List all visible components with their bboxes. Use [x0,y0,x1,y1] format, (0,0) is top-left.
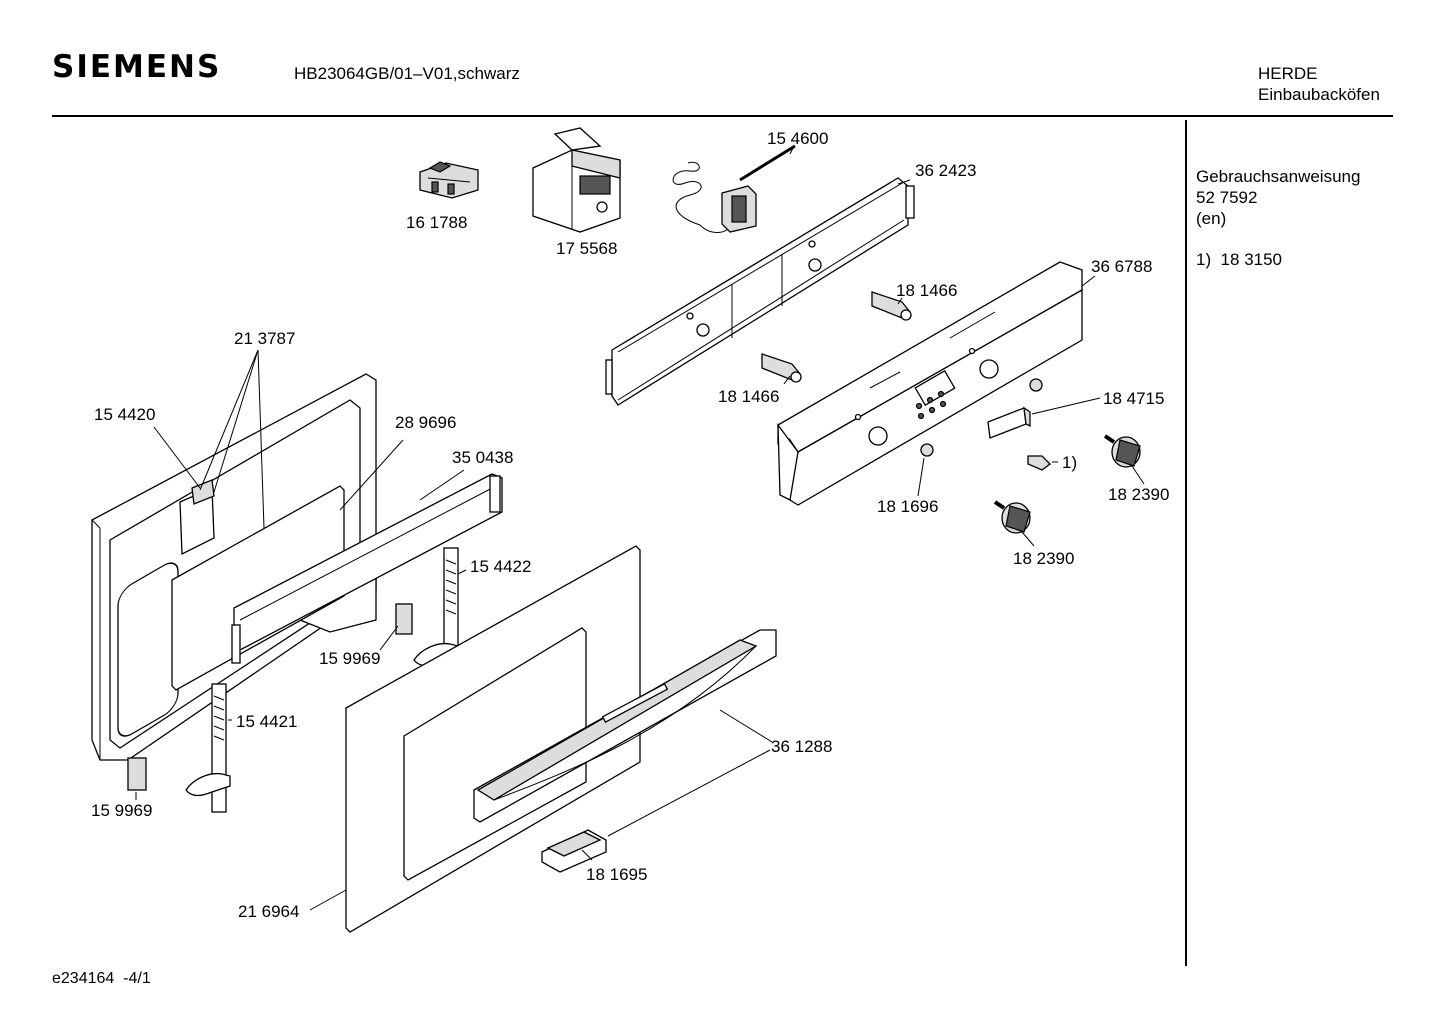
part-label-181466-upper: 18 1466 [896,281,957,300]
part-label-362423: 36 2423 [915,161,976,180]
selector-switch-part [419,161,479,199]
part-label-182390-lower: 18 2390 [1013,549,1074,568]
door-handle-part [473,629,777,823]
axle-part-upper [871,291,912,321]
control-panel-facia-part [777,261,1083,506]
part-label-289696: 28 9696 [395,413,456,432]
subcategory: Einbaubacköfen [1258,85,1380,104]
part-label-154600: 15 4600 [767,129,828,148]
door-rail-part [231,473,503,664]
manual-label: Gebrauchsanweisung [1196,167,1361,186]
manual-number: 52 7592 [1196,188,1258,207]
part-label-154420: 15 4420 [94,405,155,424]
part-label-216964: 21 6964 [238,902,299,921]
control-knob-right [1103,434,1141,468]
part-label-361288: 36 1288 [771,737,832,756]
hinge-right-part [413,547,459,667]
handle-clip-part [541,829,607,873]
blocking-piece-left [127,757,147,791]
part-label-182390-right: 18 2390 [1108,485,1169,504]
part-label-175568: 17 5568 [556,239,617,258]
axle-part-lower [761,353,802,383]
manual-language: (en) [1196,209,1227,228]
part-label-213787: 21 3787 [234,329,295,348]
model-number: HB23064GB/01–V01,schwarz [294,64,520,83]
display-window-part [987,406,1031,439]
part-label-footnote-ref: 1) [1062,453,1077,472]
part-label-181695: 18 1695 [586,865,647,884]
thermostat-part [672,144,796,233]
brand-logo: SIEMENS [52,49,222,85]
part-label-159969-right: 15 9969 [319,649,380,668]
inner-glass-panel-part [171,485,345,691]
leader-lines [135,145,1145,911]
outer-door-glass-part [345,545,641,933]
part-label-184715: 18 4715 [1103,389,1164,408]
hinge-left-part [185,683,231,813]
part-label-366788: 36 6788 [1091,257,1152,276]
control-knob-lower [993,500,1031,534]
part-label-181466-lower: 18 1466 [718,387,779,406]
footnote-part [1027,455,1051,471]
category: HERDE [1258,64,1318,83]
part-label-161788: 16 1788 [406,213,467,232]
drawing-id: e234164 -4/1 [52,970,151,987]
part-label-159969-left: 15 9969 [91,801,152,820]
part-label-350438: 35 0438 [452,448,513,467]
control-bracket-part [605,177,915,406]
spacer-part [920,378,1043,457]
footnote: 1) 18 3150 [1196,250,1283,269]
part-label-154421: 15 4421 [236,712,297,731]
part-label-154422: 15 4422 [470,557,531,576]
part-label-181696: 18 1696 [877,497,938,516]
blocking-piece-right [395,603,413,635]
timer-module-part [532,127,621,233]
hinge-receiver-part [179,479,215,556]
